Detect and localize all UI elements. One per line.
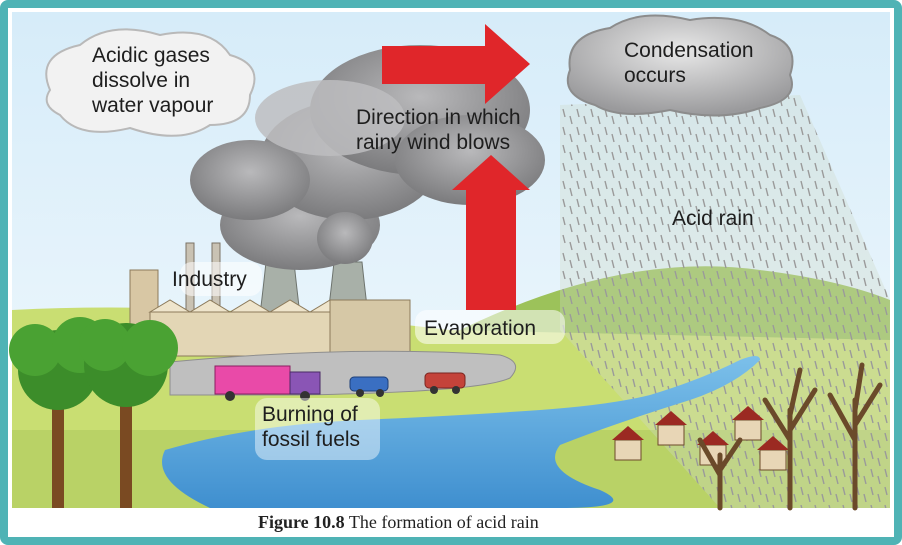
cloud-condensation: [566, 14, 794, 117]
label-line: dissolve in: [92, 69, 191, 92]
vehicles: [214, 365, 466, 401]
cloud-acidic-gases: [45, 28, 256, 137]
label-line: Direction in which: [356, 106, 521, 129]
label-line: occurs: [624, 64, 686, 87]
label-line: Burning of: [262, 403, 358, 426]
label-wind-direction: Direction in which rainy wind blows: [356, 105, 521, 155]
label-condensation: Condensation occurs: [624, 38, 754, 88]
label-burning-fossil-fuels: Burning of fossil fuels: [262, 402, 360, 452]
green-trees: [9, 317, 178, 508]
label-line: Condensation: [624, 39, 754, 62]
bare-trees: [697, 362, 883, 511]
label-line: water vapour: [92, 94, 214, 117]
figure-number: Figure 10.8: [258, 512, 345, 532]
label-line: rainy wind blows: [356, 131, 511, 154]
caption-text: The formation of acid rain: [344, 512, 539, 532]
label-line: fossil fuels: [262, 428, 361, 451]
label-line: Acidic gases: [92, 44, 210, 67]
label-evaporation: Evaporation: [424, 317, 537, 340]
label-acid-rain: Acid rain: [672, 207, 754, 230]
arrow-right-icon: [382, 24, 530, 104]
arrow-up-icon: [452, 155, 530, 310]
river: [162, 356, 760, 508]
figure-caption: Figure 10.8 The formation of acid rain: [258, 512, 539, 533]
label-industry: Industry: [172, 268, 247, 291]
label-acidic-gases: Acidic gases dissolve in water vapour: [92, 43, 213, 118]
